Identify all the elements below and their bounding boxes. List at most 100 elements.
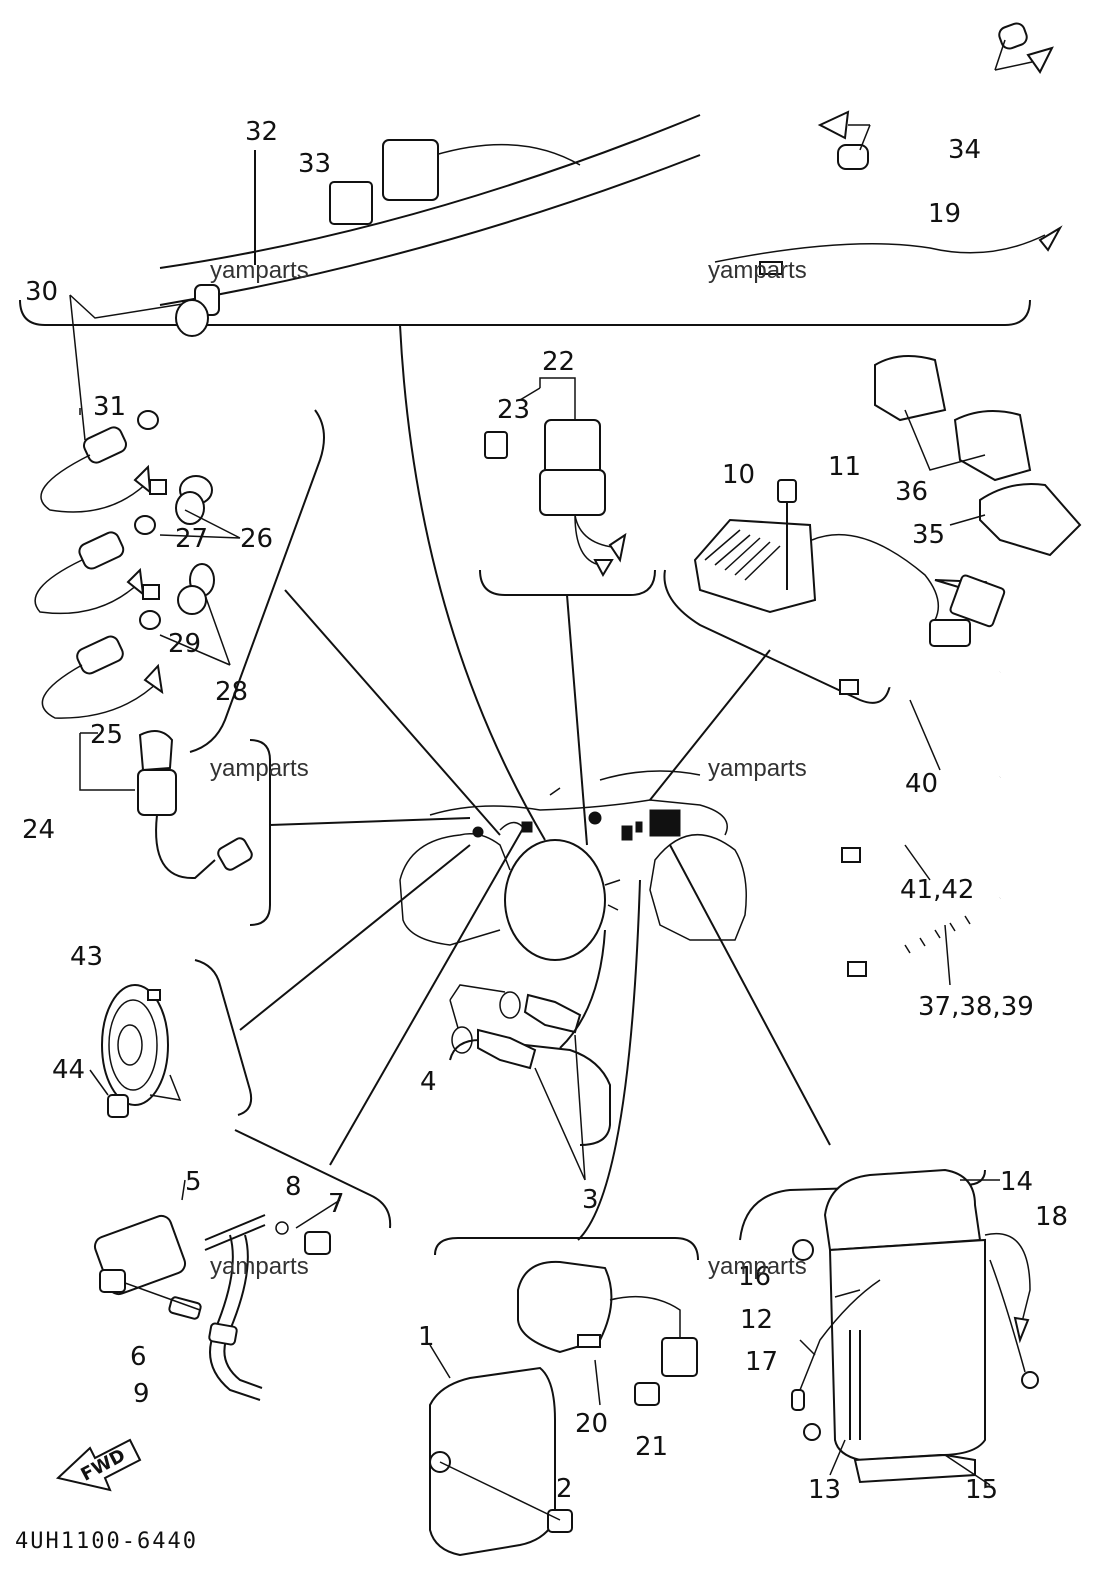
- terminal-34a: [1026, 46, 1054, 74]
- callout-12: 12: [740, 1305, 773, 1335]
- relay-33-plug: [329, 181, 373, 225]
- fuse-group: [479, 377, 656, 596]
- horn-43: [101, 984, 169, 1106]
- tie-41-42: [841, 847, 861, 863]
- callout-31: 31: [93, 392, 126, 422]
- watermark: yamparts: [210, 1253, 309, 1280]
- bolt-21: [634, 1382, 660, 1406]
- sender-3a: [523, 993, 582, 1034]
- bolt-11: [777, 479, 797, 503]
- callout-2: 2: [556, 1474, 573, 1504]
- callout-29: 29: [168, 629, 201, 659]
- covers-group: [874, 355, 1082, 557]
- battery-cover-14: [823, 1168, 982, 1252]
- seal-27: [134, 515, 156, 535]
- callout-19: 19: [928, 199, 961, 229]
- leader-ignition-group: [577, 879, 641, 1241]
- washer-8: [275, 1221, 289, 1235]
- coupler-rectifier: [929, 619, 971, 647]
- rectifier-10: [693, 518, 817, 614]
- sensor-top: [83, 426, 127, 464]
- cover-36b: [953, 410, 1032, 482]
- callout-3: 3: [582, 1185, 599, 1215]
- plug-cap-30b: [175, 299, 209, 337]
- callout-34: 34: [948, 135, 981, 165]
- bolt-7: [304, 1231, 331, 1255]
- bolt-2: [547, 1509, 573, 1533]
- fuse-holder-22: [544, 419, 601, 476]
- callout-10: 10: [722, 460, 755, 490]
- sensor-mid: [78, 531, 125, 570]
- coupler-34b: [837, 144, 869, 170]
- coupler-34a: [998, 22, 1028, 50]
- watermark: yamparts: [708, 755, 807, 782]
- top-harness-group: [19, 22, 1063, 326]
- callout-43: 43: [70, 942, 103, 972]
- watermark: yamparts: [210, 755, 309, 782]
- left-sensor-group: [34, 284, 325, 753]
- sender-3b: [477, 1028, 537, 1070]
- callout-36: 36: [895, 477, 928, 507]
- coupler-coil: [661, 1337, 698, 1377]
- starter-terminal: [99, 1269, 126, 1293]
- callout-33: 33: [298, 149, 331, 179]
- leader-switch-group: [269, 817, 471, 826]
- callout-1: 1: [418, 1322, 435, 1352]
- battery-pad-15: [853, 1453, 976, 1484]
- vehicle-outline: [399, 770, 747, 961]
- callout-28: 28: [215, 677, 248, 707]
- callout-44: 44: [52, 1055, 85, 1085]
- callout-17: 17: [745, 1347, 778, 1377]
- coil-20: [517, 1260, 613, 1354]
- diagram-code: 4UH1100-6440: [15, 1529, 198, 1554]
- washer-4a: [499, 991, 521, 1019]
- callout-16: 16: [738, 1262, 771, 1292]
- leader-battery-group: [669, 844, 831, 1146]
- callout-6: 6: [130, 1342, 147, 1372]
- callout-25: 25: [90, 720, 123, 750]
- switch-group: [79, 408, 271, 926]
- callout-22: 22: [542, 347, 575, 377]
- bolt-44: [107, 1094, 129, 1118]
- callout-27: 27: [175, 524, 208, 554]
- washer-4b: [451, 1026, 473, 1054]
- callout-30: 30: [25, 277, 58, 307]
- tie-40: [839, 679, 859, 695]
- callout-35: 35: [912, 520, 945, 550]
- terminal-18: [1021, 1371, 1039, 1389]
- seal-31: [137, 410, 159, 430]
- callout-37-39: 37,38,39: [918, 992, 1034, 1022]
- fwd-arrow: FWD: [55, 1438, 142, 1492]
- watermark: yamparts: [708, 257, 807, 284]
- callout-24: 24: [22, 815, 55, 845]
- clip-19: [759, 261, 783, 275]
- switch-24: [137, 769, 177, 816]
- callout-15: 15: [965, 1475, 998, 1505]
- leader-top-group: [399, 324, 546, 841]
- callout-20: 20: [575, 1409, 608, 1439]
- callout-9: 9: [133, 1379, 150, 1409]
- callout-7: 7: [328, 1189, 345, 1219]
- callout-labels: 32 33 34 19 22 23 30 31 27 26 29 28 10 1…: [22, 117, 1068, 1505]
- watermark: yamparts: [708, 1253, 807, 1280]
- relay-33-body: [382, 139, 439, 201]
- cable-ties-group: [839, 670, 1001, 986]
- callout-5: 5: [185, 1167, 202, 1197]
- callout-21: 21: [635, 1432, 668, 1462]
- cap-16: [792, 1239, 814, 1261]
- leader-fuse-group: [566, 594, 588, 846]
- callout-26: 26: [240, 524, 273, 554]
- watermark: yamparts: [210, 257, 309, 284]
- callout-13: 13: [808, 1475, 841, 1505]
- callout-41-42: 41,42: [900, 875, 974, 905]
- sensor-bottom: [76, 635, 124, 675]
- starter-group: [93, 1129, 392, 1401]
- knob-25: [138, 730, 174, 772]
- callout-32: 32: [245, 117, 278, 147]
- battery-group: [669, 844, 1039, 1486]
- callout-18: 18: [1035, 1202, 1068, 1232]
- rectifier-group: [663, 479, 1006, 704]
- horn-group: [89, 959, 253, 1118]
- callout-40: 40: [905, 769, 938, 799]
